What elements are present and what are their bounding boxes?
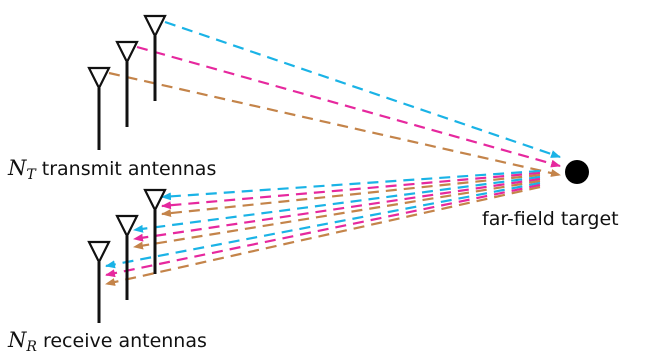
transmit-antenna-array [87, 14, 167, 150]
receive-path-line [133, 177, 541, 242]
transmit-path-line [108, 71, 561, 177]
target-dot-icon [565, 160, 589, 184]
receive-path-line [105, 185, 541, 286]
antenna-icon [87, 240, 111, 323]
receive-path-line [161, 171, 541, 210]
transmit-antennas-text: transmit antennas [41, 158, 217, 180]
receive-path-line [133, 179, 541, 250]
antenna-icon [115, 40, 139, 127]
far-field-target-label: far-field target [482, 208, 619, 230]
receive-path-line [161, 173, 541, 218]
transmit-count-symbol: NT [8, 156, 36, 183]
receive-count-symbol: NR [8, 328, 37, 355]
receive-antennas-label: NR receive antennas [8, 328, 207, 355]
antenna-icon [87, 66, 111, 150]
receive-path-line [105, 183, 541, 278]
antenna-icon [115, 214, 139, 300]
transmit-antennas-label: NT transmit antennas [8, 156, 217, 183]
receive-antenna-array [87, 188, 167, 323]
transmit-path-line [136, 45, 561, 168]
receive-path-line [161, 169, 541, 201]
transmit-path-line [164, 20, 561, 159]
antenna-icon [143, 14, 167, 101]
antenna-icon [143, 188, 167, 274]
receive-path-line [133, 175, 541, 233]
transmit-paths [108, 20, 561, 177]
receive-paths [105, 169, 541, 286]
receive-antennas-text: receive antennas [42, 330, 207, 352]
receive-path-line [105, 181, 541, 269]
